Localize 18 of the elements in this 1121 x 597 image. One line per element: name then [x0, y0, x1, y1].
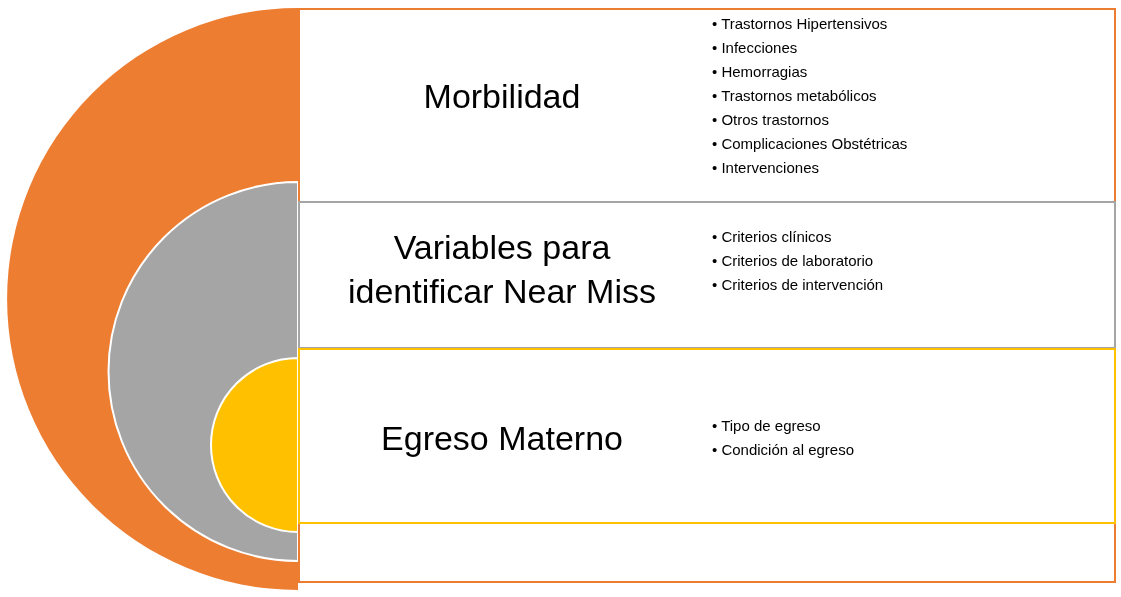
- section-box: [298, 348, 1116, 524]
- bullet-item: • Criterios clínicos: [712, 227, 833, 247]
- bullet-item: • Otros trastornos: [712, 110, 830, 130]
- section-title: Egreso Materno: [381, 418, 623, 459]
- bullet-item: • Hemorragias: [712, 62, 809, 82]
- bullet-item: • Complicaciones Obstétricas: [712, 134, 908, 154]
- section-title: Morbilidad: [423, 76, 581, 117]
- bullet-item: • Trastornos metabólicos: [712, 86, 878, 106]
- bullet-item: • Infecciones: [712, 38, 799, 58]
- bullet-item: • Intervenciones: [712, 158, 820, 178]
- bullet-item: • Condición al egreso: [712, 440, 854, 460]
- section-box: [298, 201, 1116, 349]
- bullet-item: • Tipo de egreso: [712, 416, 822, 436]
- bullet-item: • Criterios de laboratorio: [712, 251, 875, 271]
- section-title: Variables para identificar Near Miss: [347, 227, 657, 312]
- section-box: [298, 8, 1116, 583]
- bullet-item: • Trastornos Hipertensivos: [712, 14, 889, 34]
- bullet-item: • Criterios de intervención: [712, 275, 884, 295]
